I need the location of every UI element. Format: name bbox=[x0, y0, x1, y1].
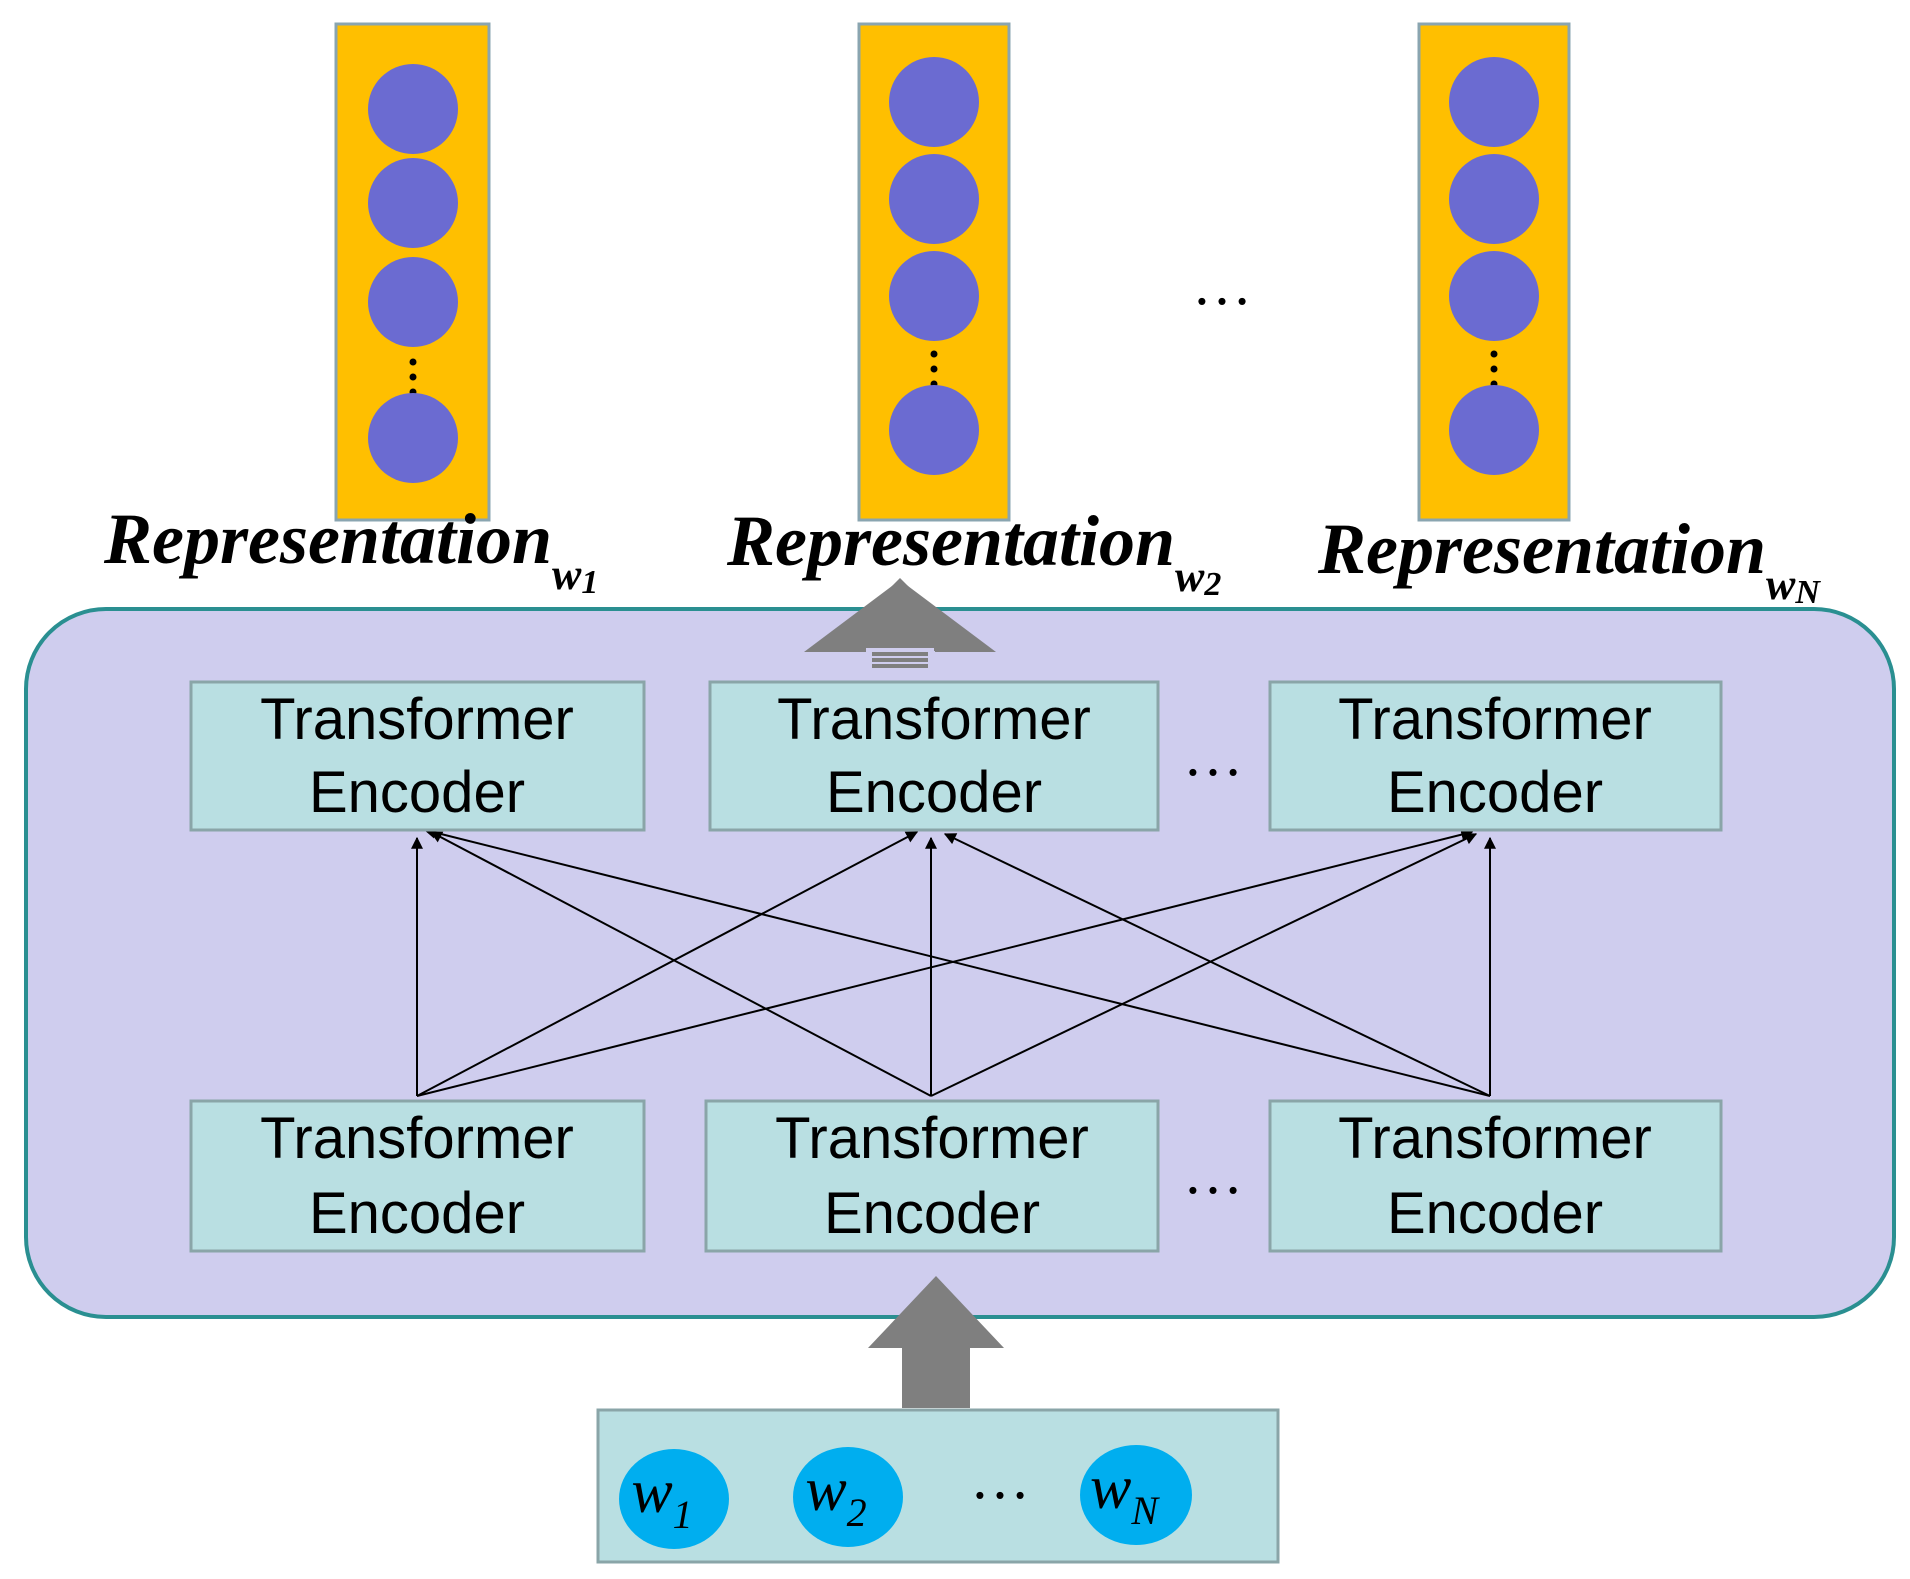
neuron bbox=[889, 57, 979, 147]
representation-label-wN: RepresentationwN bbox=[1317, 509, 1821, 611]
neuron bbox=[1449, 57, 1539, 147]
encoder-label-line2: Encoder bbox=[826, 760, 1042, 825]
connection-line bbox=[943, 833, 1491, 1097]
neuron-ellipsis-dot bbox=[930, 365, 938, 373]
output-flow-arrow bbox=[804, 578, 996, 668]
encoder-label-line2: Encoder bbox=[824, 1181, 1040, 1246]
connection-line bbox=[930, 833, 1478, 1097]
neuron bbox=[889, 385, 979, 475]
flow-arrow-stripe bbox=[872, 652, 928, 656]
encoder-box bbox=[704, 1099, 1160, 1253]
encoder-label-line1: Transformer bbox=[260, 687, 574, 752]
neuron-ellipsis-dot bbox=[409, 358, 417, 366]
encoder-bottom-1: Transformer Encoder bbox=[189, 1099, 646, 1253]
encoder-top-2: Transformer Encoder bbox=[708, 680, 1160, 832]
token-circle bbox=[1080, 1445, 1192, 1545]
neuron-ellipsis-dot bbox=[1490, 350, 1498, 358]
neuron-ellipsis-dot bbox=[930, 350, 938, 358]
neuron bbox=[368, 257, 458, 347]
encoder-label-line1: Transformer bbox=[260, 1106, 574, 1171]
encoder-bottom-3: Transformer Encoder bbox=[1268, 1099, 1723, 1253]
encoder-top-ellipsis: … bbox=[1183, 722, 1243, 788]
token-circle bbox=[793, 1447, 903, 1547]
representation-vector-wN bbox=[1417, 22, 1571, 522]
encoder-box bbox=[708, 680, 1160, 832]
flow-arrow-head bbox=[804, 580, 996, 652]
encoder-connections bbox=[411, 826, 1496, 1097]
representation-label-w1: Representationw1 bbox=[103, 499, 598, 601]
token-label: wN bbox=[1090, 1454, 1160, 1533]
input-token-w1: w1 bbox=[619, 1449, 729, 1549]
encoder-label-line1: Transformer bbox=[1338, 687, 1652, 752]
connection-line bbox=[416, 831, 919, 1097]
representation-vector-w1 bbox=[334, 22, 491, 522]
encoder-box bbox=[1268, 680, 1723, 832]
connection-line bbox=[423, 826, 1491, 1097]
connection-line bbox=[416, 828, 1474, 1097]
neuron bbox=[889, 251, 979, 341]
connection-line bbox=[429, 831, 932, 1097]
neuron-ellipsis-dot bbox=[409, 373, 417, 381]
flow-arrow-stripe bbox=[872, 658, 928, 662]
encoder-label-line2: Encoder bbox=[309, 760, 525, 825]
encoder-bottom-ellipsis: … bbox=[1183, 1140, 1243, 1206]
input-token-wN: wN bbox=[1080, 1445, 1192, 1545]
encoder-top-3: Transformer Encoder bbox=[1268, 680, 1723, 832]
encoder-label-line2: Encoder bbox=[309, 1181, 525, 1246]
neuron bbox=[368, 158, 458, 248]
encoder-box bbox=[1268, 1099, 1723, 1253]
neuron bbox=[368, 64, 458, 154]
representation-label-w2: Representationw2 bbox=[726, 501, 1221, 603]
input-ellipsis: … bbox=[970, 1445, 1030, 1511]
neuron bbox=[1449, 385, 1539, 475]
token-circle bbox=[619, 1449, 729, 1549]
encoder-top-row: Transformer Encoder Transformer Encoder … bbox=[189, 680, 1723, 832]
encoder-label-line1: Transformer bbox=[775, 1106, 1089, 1171]
encoder-box bbox=[189, 1099, 646, 1253]
representation-ellipsis: … bbox=[1192, 251, 1252, 317]
encoder-top-1: Transformer Encoder bbox=[189, 680, 646, 832]
token-label: w1 bbox=[631, 1458, 692, 1537]
neuron bbox=[889, 154, 979, 244]
neuron bbox=[1449, 154, 1539, 244]
encoder-label-line2: Encoder bbox=[1387, 1181, 1603, 1246]
encoder-label-line1: Transformer bbox=[777, 687, 1091, 752]
representation-vector-w2 bbox=[857, 22, 1011, 522]
input-token-w2: w2 bbox=[793, 1447, 903, 1547]
encoder-bottom-2: Transformer Encoder bbox=[704, 1099, 1160, 1253]
neuron bbox=[368, 393, 458, 483]
neuron-ellipsis-dot bbox=[1490, 365, 1498, 373]
neuron bbox=[1449, 251, 1539, 341]
token-label: w2 bbox=[805, 1456, 866, 1535]
flow-arrow-shape bbox=[868, 1276, 1004, 1408]
flow-arrow-stripe bbox=[872, 664, 928, 668]
encoder-label-line2: Encoder bbox=[1387, 760, 1603, 825]
encoder-label-line1: Transformer bbox=[1338, 1106, 1652, 1171]
encoder-bottom-row: Transformer Encoder Transformer Encoder … bbox=[189, 1099, 1723, 1253]
encoder-box bbox=[189, 680, 646, 832]
input-sequence: w1 w2 … wN bbox=[596, 1408, 1280, 1564]
